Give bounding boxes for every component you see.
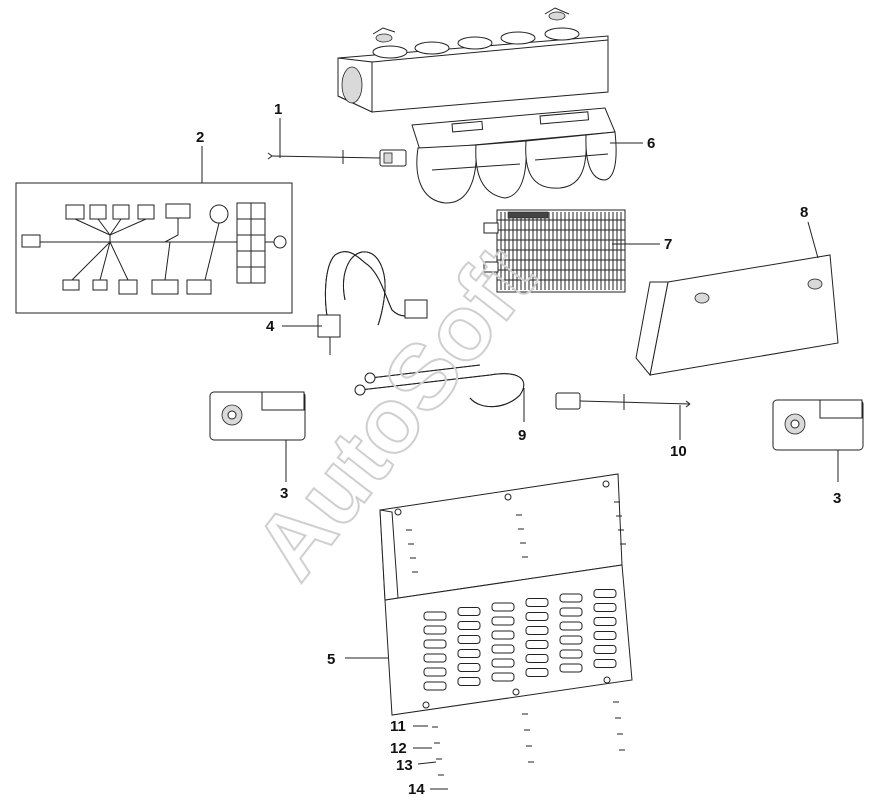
vent-slot (559, 635, 583, 645)
vent-slot (593, 589, 617, 598)
vent-slot (491, 672, 515, 682)
vent-slot (491, 602, 515, 612)
vent-slot (559, 621, 583, 631)
vent-slot (423, 625, 447, 635)
lower-panel (379, 473, 633, 776)
callout-13: 13 (396, 757, 413, 774)
vent-slot (491, 616, 515, 626)
callout-3-right: 3 (833, 490, 841, 507)
callout-1: 1 (274, 101, 282, 118)
heater-hoses (317, 251, 428, 355)
vent-slot (559, 607, 583, 617)
air-duct-housing (337, 7, 609, 113)
vent-slot (457, 635, 481, 644)
callout-6: 6 (647, 135, 655, 152)
callout-labels: 1 2 3 3 4 5 6 7 8 9 10 11 12 13 14 (196, 101, 841, 798)
screw-head (394, 508, 402, 516)
vent-slot (423, 611, 447, 621)
vent-slot (525, 654, 549, 663)
callout-3-left: 3 (280, 485, 288, 502)
vent-slot (491, 630, 515, 640)
cover-plate (635, 254, 839, 377)
vent-slot (457, 649, 481, 658)
callout-12: 12 (390, 740, 407, 757)
callout-2: 2 (196, 129, 204, 146)
vent-slot (423, 681, 447, 691)
vent-slot (423, 667, 447, 677)
screw-head (512, 688, 520, 696)
actuator-right (772, 399, 864, 451)
heater-core (483, 209, 626, 293)
vent-slot (423, 653, 447, 663)
callout-10: 10 (670, 443, 687, 460)
callout-11: 11 (390, 718, 406, 735)
callout-8: 8 (800, 204, 808, 221)
vent-slot (525, 640, 549, 649)
vent-slot (593, 659, 617, 668)
screw-head (602, 480, 610, 488)
vent-slot (525, 668, 549, 677)
vent-slot (491, 658, 515, 668)
callout-14: 14 (408, 781, 425, 798)
callout-4: 4 (266, 318, 275, 335)
vent-slot (491, 644, 515, 654)
vent-slot (457, 621, 481, 630)
callout-9: 9 (518, 427, 526, 444)
vent-slot (593, 617, 617, 626)
vent-slot (559, 649, 583, 659)
vent-slot (525, 598, 549, 607)
vent-slot (525, 612, 549, 621)
leader-lines (201, 118, 839, 790)
wiring-harness-panel (15, 182, 293, 314)
vent-slot (423, 639, 447, 649)
vent-slot (457, 663, 481, 672)
vent-slot (593, 603, 617, 612)
sensor-wire-1 (267, 149, 407, 167)
screw-head (603, 676, 611, 684)
vent-slot (593, 645, 617, 654)
vent-slot (593, 631, 617, 640)
vent-slot (457, 607, 481, 616)
screw-head (504, 493, 512, 501)
vent-slot (525, 626, 549, 635)
vent-slot (457, 677, 481, 686)
vent-slot (559, 663, 583, 673)
blower-assembly (411, 107, 617, 204)
vent-slot (559, 593, 583, 603)
evaporator-tubes (354, 364, 525, 408)
callout-7: 7 (664, 236, 672, 253)
callout-5: 5 (327, 651, 335, 668)
actuator-left (209, 391, 306, 441)
sensor-wire-10 (555, 392, 691, 410)
screw-head (422, 701, 430, 709)
